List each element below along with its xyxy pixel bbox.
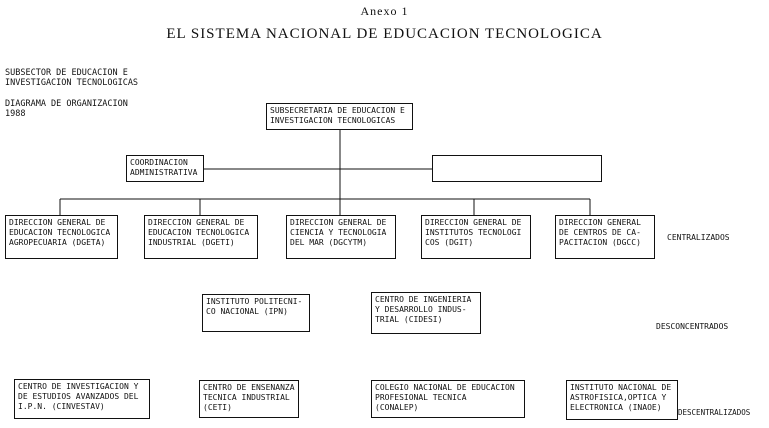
box-ipn: INSTITUTO POLITECNI- CO NACIONAL (IPN) [202, 294, 310, 332]
box-dgit: DIRECCION GENERAL DE INSTITUTOS TECNOLOG… [421, 215, 531, 259]
box-dgeta: DIRECCION GENERAL DE EDUCACION TECNOLOGI… [5, 215, 118, 259]
box-dgcc: DIRECCION GENERAL DE CENTROS DE CA- PACI… [555, 215, 655, 259]
tag-desconcentrados: DESCONCENTRADOS [656, 322, 729, 331]
diagram-year-note: DIAGRAMA DE ORGANIZACION 1988 [5, 99, 128, 119]
box-cidesi: CENTRO DE INGENIERIA Y DESARROLLO INDUS-… [371, 292, 481, 334]
box-dgeti: DIRECCION GENERAL DE EDUCACION TECNOLOGI… [144, 215, 258, 259]
box-conalep: COLEGIO NACIONAL DE EDUCACION PROFESIONA… [371, 380, 525, 418]
box-cosnet [432, 155, 602, 182]
annex-label: Anexo 1 [360, 4, 409, 18]
box-inaoe: INSTITUTO NACIONAL DE ASTROFISICA,OPTICA… [566, 380, 678, 420]
box-cinvestav: CENTRO DE INVESTIGACION Y DE ESTUDIOS AV… [14, 379, 150, 419]
box-coordinacion: COORDINACION ADMINISTRATIVA [126, 155, 204, 182]
diagram-title: EL SISTEMA NACIONAL DE EDUCACION TECNOLO… [166, 26, 603, 42]
tag-descentralizados: DESCENTRALIZADOS [678, 408, 751, 417]
org-subsector-note: SUBSECTOR DE EDUCACION E INVESTIGACION T… [5, 68, 139, 88]
box-dgcytm: DIRECCION GENERAL DE CIENCIA Y TECNOLOGI… [286, 215, 396, 259]
tag-centralizados: CENTRALIZADOS [667, 233, 730, 242]
box-subsecretaria: SUBSECRETARIA DE EDUCACION E INVESTIGACI… [266, 103, 413, 130]
box-ceti: CENTRO DE ENSENANZA TECNICA INDUSTRIAL (… [199, 380, 299, 418]
